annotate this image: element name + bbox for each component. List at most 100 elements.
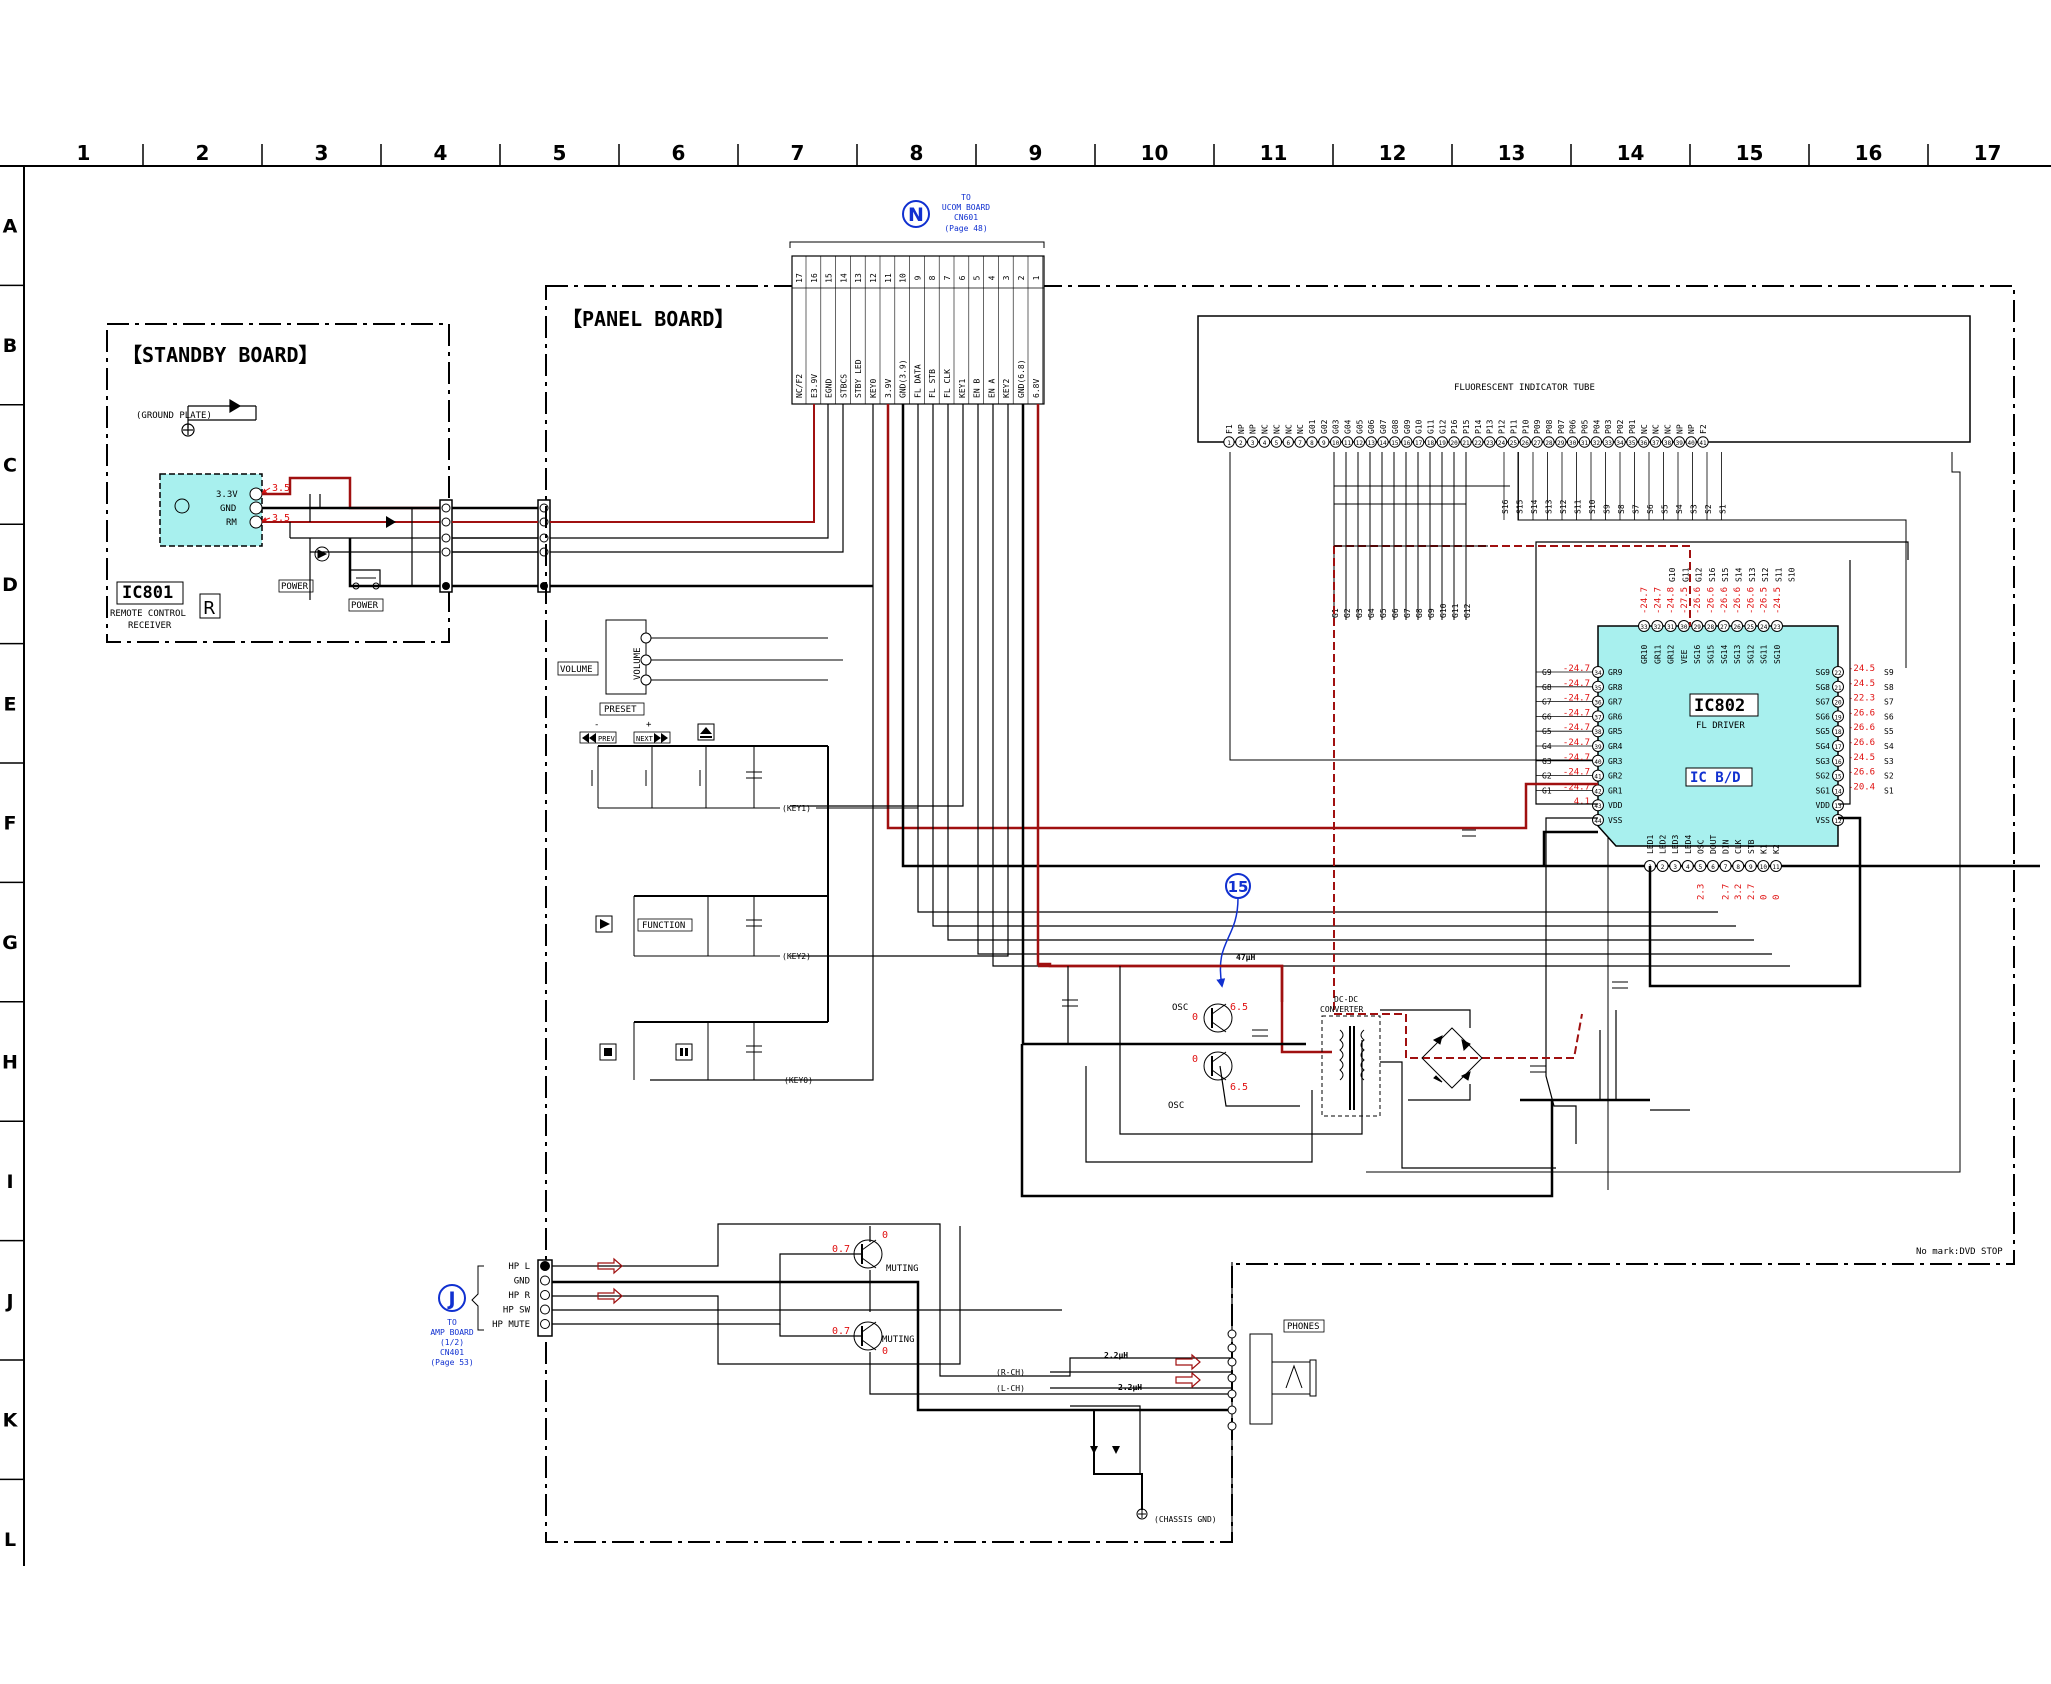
fl-tube-pin-name: NP [1237,424,1246,434]
ic802-left-net-label: G2 [1542,772,1552,781]
ic802-left-pin [1592,710,1604,723]
ic802-bottom-pin-voltage: 2.3 [1696,884,1706,900]
ic802-top-net-label: G11 [1681,567,1690,582]
ic802-bottom-pin-name: OSC [1696,839,1705,854]
fl-tube-pin [1389,436,1401,448]
power-switch-icon [352,577,380,590]
fl-tube-pin-name: G08 [1391,419,1400,434]
fl-tube-pin [1377,436,1389,448]
volume-encoder [605,619,843,695]
tube-segment-label: S6 [1646,504,1655,514]
ic802-right-net-label: S4 [1884,742,1894,751]
fl-tube-pin-number: 22 [1474,440,1482,447]
osc1-vb: 0 [1192,1012,1198,1023]
tube-segment-label: S14 [1530,499,1539,514]
ic802-top-pin-name: SG12 [1746,645,1755,664]
fl-tube-pin-number: 16 [1403,440,1411,447]
ic802-top-pin-voltage: -26.6 [1746,587,1756,614]
ic802-bottom-pin [1707,860,1719,872]
ic802-bottom-pin-number: 3 [1673,864,1677,871]
dcdc-wiring [1020,964,1690,1198]
volume-box-label: VOLUME [560,665,593,675]
muting2-vc: 0 [882,1346,888,1357]
grid-col-label: 17 [1974,141,2002,165]
ic802-bottom-pin [1719,860,1732,872]
muting1-label: MUTING [886,1264,919,1274]
ic802-left-pin-name: GR8 [1608,683,1623,692]
function-label: FUNCTION [642,921,685,931]
play-button-icon [595,915,613,933]
ic802-right-pin-number: 20 [1834,700,1842,707]
tube-segment-label: S8 [1617,504,1626,514]
grid-col-label: 7 [791,141,805,165]
ic802-left-pin-name: GR7 [1608,698,1623,707]
grid-net-label: G11 [1451,603,1460,618]
volume-encoder-label: VOLUME [633,647,643,680]
ic802-left-pin-number: 36 [1594,700,1602,707]
fl-tube-pin [1353,436,1366,448]
ic802-bottom-pin-number: 7 [1724,864,1728,871]
fl-tube-pin [1448,436,1460,448]
tube-segment-label: S9 [1603,504,1612,514]
fl-tube-pin-number: 21 [1462,440,1470,447]
dcdc-marker: 15 [1225,873,1251,899]
connector-j-pin [540,1261,550,1271]
fl-tube-pin-number: 34 [1616,440,1624,447]
ic802-left-pin [1592,695,1604,708]
fl-tube-pin-number: 15 [1391,440,1399,447]
ic801-ref-box [116,581,184,605]
ic802-right-pin [1832,680,1844,693]
connector-j-pin-label: HP MUTE [492,1320,530,1330]
fl-tube-pin-number: 33 [1605,440,1613,447]
tube-segment-label: S16 [1501,499,1510,514]
ic802-left-pin [1592,666,1604,678]
fl-tube-pin-number: 10 [1332,440,1340,447]
key0-label: (KEY0) [784,1076,813,1085]
ic802-right-net-label: S6 [1884,712,1894,721]
ic802-top-net-label: G10 [1668,567,1677,582]
ic802-bottom-pin-voltage: 2.7 [1722,884,1732,900]
fl-tube-grid-wires [1333,452,1467,620]
converter-transformer [1321,1015,1381,1117]
tube-segment-label: S3 [1690,504,1699,514]
fl-tube-pin-name: G01 [1308,419,1317,434]
ic802-right-pin-name: SG5 [1816,727,1831,736]
fl-tube-pin-name: F2 [1699,424,1708,434]
ic802-left-net-label: G1 [1542,786,1552,795]
svg-text:J: J [446,1288,455,1310]
ic802-top-net-label: S11 [1774,567,1783,582]
key0-switch-network [633,1021,828,1080]
ic802-left-pin-voltage: -24.7 [1563,738,1590,748]
fl-tube-pin-name: G03 [1332,419,1341,434]
grid-row-label: L [4,1529,16,1551]
connector-n-line4: (Page 48) [944,224,987,233]
ic802-top-pin-name: VEE [1680,649,1689,664]
fl-tube-pin [1401,436,1413,448]
connector-n-pin-number: 5 [973,275,982,280]
fl-tube-pin [1685,436,1697,448]
standby-board-title: 【STANDBY BOARD】 [122,343,319,367]
inductor2-label: 2.2μH [1118,1383,1142,1392]
grid-net-label: G9 [1427,608,1436,618]
connector-n-signal: EN B [973,379,982,398]
next-button-icon [633,731,671,744]
ic802-top-pin-name: SG15 [1707,645,1716,664]
ic802-bottom-pin-name: K1 [1759,844,1768,854]
ic802-right-pin [1832,710,1844,723]
osc1-label: OSC [1172,1003,1188,1013]
fl-tube-pin-name: NC [1284,424,1293,434]
grid-row-label: K [3,1410,19,1432]
ic802-top-pin-name: SG13 [1733,645,1742,664]
ic802-bottom-pin-number: 11 [1772,864,1780,871]
fl-tube-pin-name: G05 [1355,419,1364,434]
ic802-right-pin-name: SG3 [1816,757,1831,766]
ic802-bottom-pin [1757,860,1770,872]
fl-tube-pin [1543,436,1555,448]
ic802-right-pin-name: SG8 [1816,683,1831,692]
fl-tube-pin-number: 23 [1486,440,1494,447]
fl-tube-pin [1484,436,1496,448]
fl-tube-pin [1590,436,1603,448]
ic801-pin-vcc: 3.3V [216,490,238,500]
connector-n-pin-number: 11 [884,273,893,283]
ic802-top-net-label: S10 [1788,567,1797,582]
